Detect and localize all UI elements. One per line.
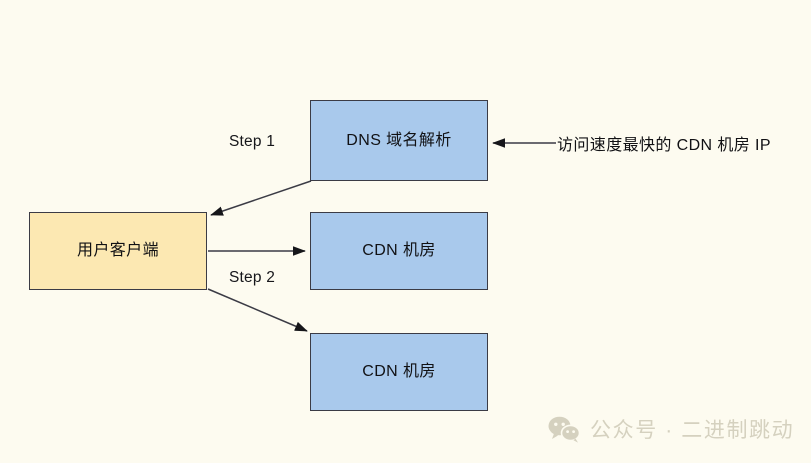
- wechat-icon: [548, 416, 580, 443]
- annotation-fastest-cdn-ip: 访问速度最快的 CDN 机房 IP: [557, 137, 771, 154]
- watermark-text: 公众号 · 二进制跳动: [590, 419, 795, 442]
- edge-label-step-2: Step 2: [229, 269, 276, 286]
- edge-label-step-1: Step 1: [229, 133, 276, 150]
- edge-step1-dns-to-client: [210, 180, 312, 216]
- node-cdn-datacenter-1-label: CDN 机房: [362, 242, 436, 260]
- node-cdn-datacenter-1[interactable]: CDN 机房: [310, 212, 488, 290]
- node-cdn-datacenter-2[interactable]: CDN 机房: [310, 333, 488, 411]
- node-cdn-datacenter-2-label: CDN 机房: [362, 363, 436, 381]
- edge-step2-client-to-cdn2: [207, 288, 308, 332]
- node-dns-resolution[interactable]: DNS 域名解析: [310, 100, 488, 181]
- node-user-client-label: 用户客户端: [76, 242, 159, 260]
- watermark: 公众号 · 二进制跳动: [548, 414, 794, 444]
- node-dns-resolution-label: DNS 域名解析: [346, 131, 452, 149]
- node-user-client[interactable]: 用户客户端: [29, 212, 207, 290]
